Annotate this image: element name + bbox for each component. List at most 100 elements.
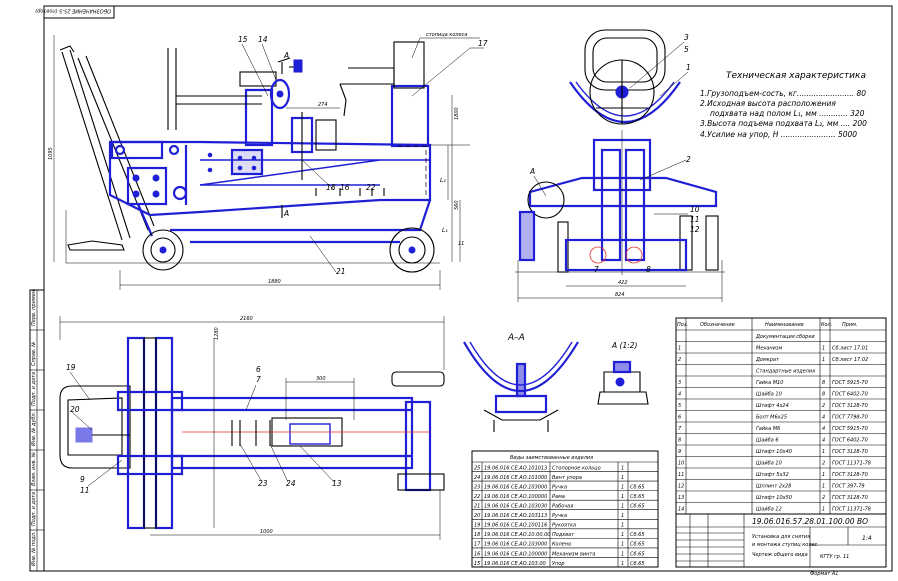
spec-row-pos: 4 <box>678 392 681 398</box>
spec-row-note: ГОСТ 3128-70 <box>832 449 868 455</box>
spec-row-pos: 1 <box>678 346 681 352</box>
borrowed-row-qty: 1 <box>621 475 624 481</box>
spec-row-note: Сб.лист 17.02 <box>832 357 868 363</box>
spec-row-name: Домкрат <box>755 357 780 363</box>
pos-5: 5 <box>684 45 689 54</box>
borrowed-row-note: Сб.65 <box>630 561 645 567</box>
pos-6: 6 <box>256 365 261 374</box>
spec-row-qty: 4 <box>822 438 825 444</box>
borrowed-row-note: Сб.65 <box>630 551 645 557</box>
spec-row-note: ГОСТ 11371-78 <box>832 461 871 467</box>
spec-row-note: ГОСТ 5915-70 <box>832 380 868 386</box>
drawing-designation: 19.06.016.57.28.01.100.00 ВО <box>752 517 868 526</box>
pos-7-front: 7 <box>594 265 599 274</box>
spec-row-name: Шплинт 2х28 <box>756 484 791 490</box>
spec-row-name: Шайба 12 <box>756 507 782 513</box>
spec-line-4: 3.Высота подъема подхвата L₂, мм .... 20… <box>700 119 867 128</box>
spec-row-pos: 12 <box>678 484 684 490</box>
spec-header-name: Наименование <box>765 322 804 328</box>
specification-table: Поз. Обозначение Наименование Кол. Прим.… <box>675 317 887 515</box>
borrowed-row-code: 19.06.016 СЕ.АО.101000 <box>484 475 547 481</box>
spec-row-note: Сб.лист 17.01 <box>832 346 868 352</box>
pos-24: 24 <box>286 479 296 488</box>
borrowed-row-name: Рама <box>552 494 565 500</box>
inner-frame <box>43 5 893 572</box>
strip-label-2: Подп. и дата <box>31 372 37 406</box>
section-aa: А–А <box>463 333 579 432</box>
spec-row-note: ГОСТ 3128-70 <box>832 495 868 501</box>
plan-view: 2160 1280 300 1000 19 20 9 11 6 7 23 24 … <box>59 316 445 540</box>
borrowed-row-name: Колено <box>552 542 571 548</box>
borrowed-row-qty: 1 <box>621 542 624 548</box>
borrowed-row-qty: 1 <box>621 465 624 471</box>
spec-row-note: ГОСТ 6402-70 <box>832 438 868 444</box>
borrowed-row-name: Механизм винта <box>552 551 595 557</box>
spec-header-note: Прим. <box>842 322 858 328</box>
borrowed-row-code: 19.06.016 СЕ.АО.103.00 <box>484 561 546 567</box>
strip-label-0: Перв. примен. <box>31 288 37 326</box>
borrowed-row-note: Сб.65 <box>630 504 645 510</box>
dim-1800: 1800 <box>454 107 460 120</box>
spec-row-qty: 2 <box>822 403 825 409</box>
drawing-name-3: Чертеж общего вида <box>752 552 808 558</box>
pos-11-plan: 11 <box>80 486 90 495</box>
borrowed-row-pos: 24 <box>474 475 480 481</box>
spec-line-3: подхвата над полом L₁, мм ............ 3… <box>710 109 865 118</box>
spec-row-name: Штифт 4х24 <box>756 403 789 409</box>
pos-a-front: А <box>529 167 535 176</box>
spec-row-note: ГОСТ 3128-70 <box>832 472 868 478</box>
spec-row-name: Документация сборки <box>755 334 815 340</box>
spec-row-note: ГОСТ 11371-78 <box>832 507 871 513</box>
corner-stamp-text: ОБОЗНАЧЕНИЕ 25-5 (повтор) <box>35 8 111 14</box>
borrowed-table-title: Виды заимствованные изделия <box>510 455 593 461</box>
tech-specs-title: Техническая характеристика <box>726 71 866 81</box>
borrowed-row-pos: 23 <box>474 484 480 490</box>
strip-label-4: Взам. инв. № <box>31 452 37 486</box>
borrowed-row-name: Ручка <box>552 513 567 519</box>
dim-1000: 1000 <box>260 529 273 535</box>
spec-row-pos: 6 <box>678 415 681 421</box>
borrowed-row-qty: 1 <box>621 513 624 519</box>
spec-row-name: Штифт 10х50 <box>756 495 792 501</box>
borrowed-row-code: 19.06.016 СЕ.АО.103000 <box>484 484 547 490</box>
strip-label-5: Подп. и дата <box>31 492 37 526</box>
spec-header-designation: Обозначение <box>700 322 735 328</box>
pos-14: 14 <box>258 35 268 44</box>
borrowed-row-code: 19.06.016 СЕ.АО.103113 <box>484 513 547 519</box>
strip-label-1: Справ. № <box>31 342 37 366</box>
borrowed-row-name: Стопорное кольцо <box>552 465 601 471</box>
borrowed-row-note: Сб.65 <box>630 494 645 500</box>
spec-row-name: Шайба 6 <box>756 438 779 444</box>
left-strip-labels: Перв. примен. Справ. № Подп. и дата Инв.… <box>30 288 44 566</box>
borrowed-row-name: Винт упора <box>552 475 582 481</box>
pos-16: 16 <box>340 183 350 192</box>
spec-line-2: 2.Исходная высота расположения <box>700 99 836 108</box>
borrowed-row-note: Сб.65 <box>630 542 645 548</box>
borrowed-row-code: 19.06.016 СЕ.АО.101013 <box>484 465 547 471</box>
pos-3: 3 <box>684 33 689 42</box>
spec-row-name: Штифт 10х40 <box>756 449 792 455</box>
spec-row-qty: 4 <box>822 426 825 432</box>
borrowed-row-qty: 1 <box>621 494 624 500</box>
spec-row-qty: 1 <box>822 472 825 478</box>
spec-row-qty: 8 <box>822 392 825 398</box>
borrowed-row-name: Рабочая <box>552 504 573 510</box>
drawing-name-1: Установка для снятия <box>752 534 810 540</box>
spec-row-pos: 7 <box>678 426 682 432</box>
strip-label-3: Инв. № дубл. <box>31 412 37 446</box>
dim-1880: 1880 <box>268 279 281 285</box>
spec-row-name: Шайба 10 <box>756 461 782 467</box>
spec-row-note: ГОСТ 5915-70 <box>832 426 868 432</box>
borrowed-row-pos: 16 <box>474 551 480 557</box>
pos-11: 11 <box>690 215 700 224</box>
label-l2: L₂ <box>440 177 446 184</box>
spec-line-1: 1.Грузоподъем-сость, кг.................… <box>700 89 866 98</box>
dim-824: 824 <box>615 292 625 298</box>
spec-row-name: Стандартные изделия <box>756 369 815 375</box>
section-a-top: А <box>283 51 289 60</box>
spec-row-pos: 8 <box>678 438 681 444</box>
spec-row-qty: 1 <box>822 449 825 455</box>
borrowed-row-pos: 19 <box>474 523 480 529</box>
corner-stamp <box>43 5 115 19</box>
